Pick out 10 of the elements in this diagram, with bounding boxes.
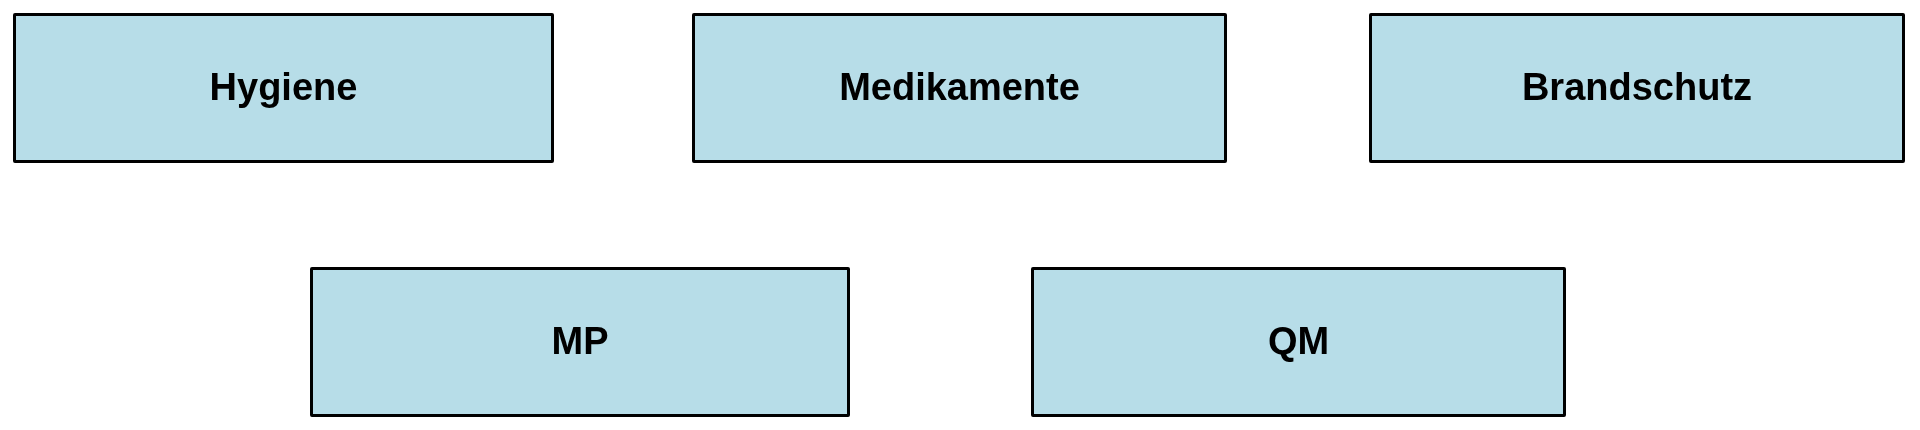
topic-box bbox=[310, 267, 850, 417]
box-label: MP bbox=[550, 320, 610, 364]
box-label: Hygiene bbox=[208, 66, 359, 110]
topic-box bbox=[1031, 267, 1566, 417]
box-label: QM bbox=[1266, 320, 1331, 364]
topic-box bbox=[692, 13, 1227, 163]
box-label: Brandschutz bbox=[1520, 66, 1754, 110]
box-label: Medikamente bbox=[838, 66, 1081, 110]
topic-box bbox=[13, 13, 554, 163]
topic-box bbox=[1369, 13, 1905, 163]
